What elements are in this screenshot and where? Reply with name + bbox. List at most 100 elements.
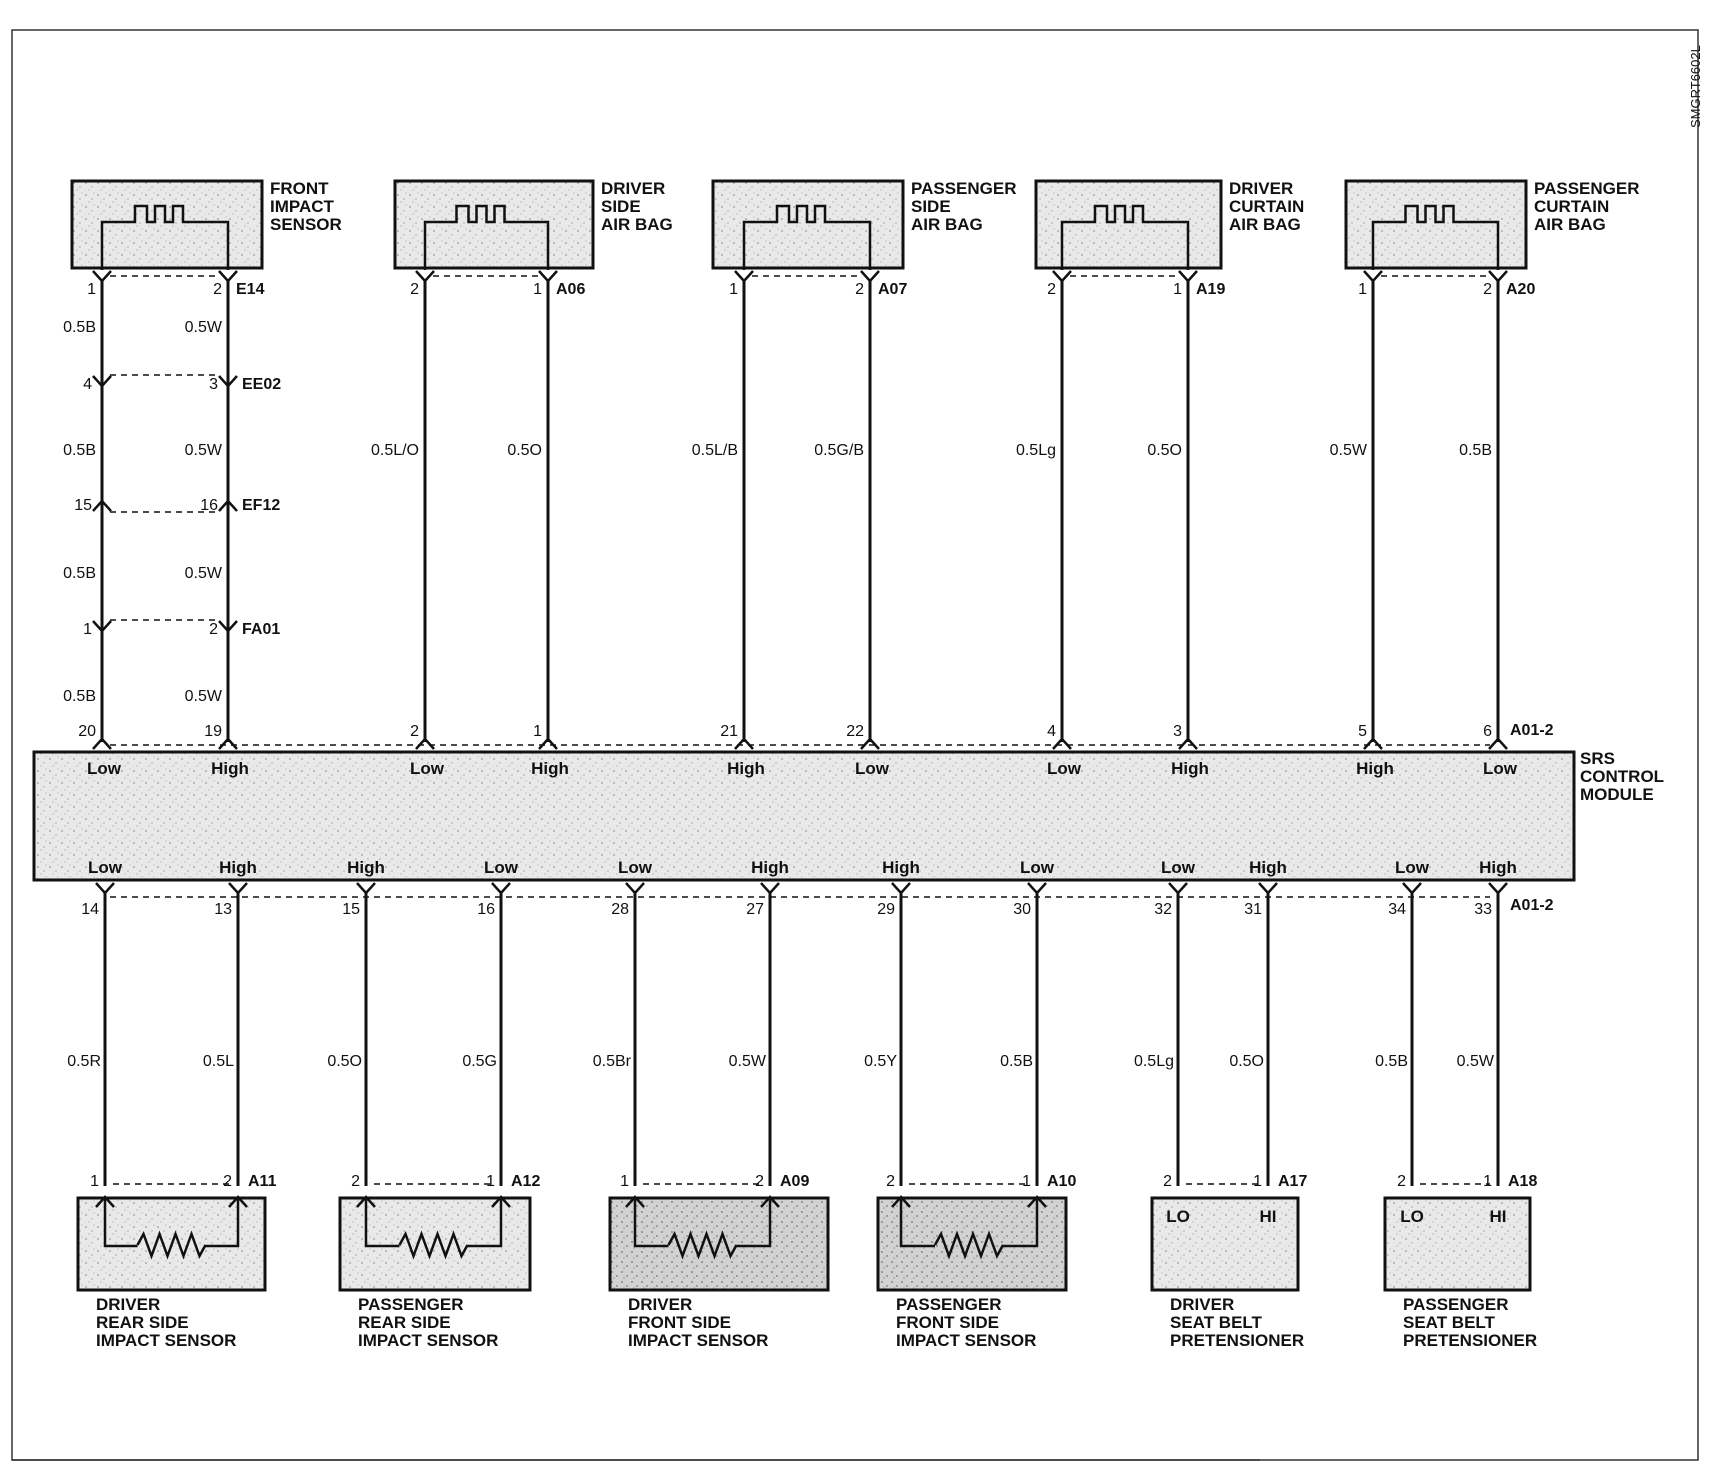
passenger-front-side-impact-sensor-box (876, 1196, 1068, 1292)
passenger-seat-belt-pretensioner-inner-hi: HI (1490, 1207, 1507, 1226)
srs-module-label-2: CONTROL (1580, 767, 1664, 786)
driver-front-side-impact-sensor-inner-left (633, 1198, 669, 1248)
driver-curtain-air-bag-box (1034, 179, 1223, 270)
driver-side-air-bag-wire-right-label: 0.5O (507, 442, 542, 459)
driver-side-air-bag-connector: A06 (556, 281, 585, 298)
passenger-seat-belt-pretensioner-label-2: PRETENSIONER (1403, 1331, 1537, 1350)
passenger-rear-side-impact-sensor-label-0: PASSENGER (358, 1295, 464, 1314)
front-impact-sensor-module-terminal-right (218, 737, 238, 750)
passenger-rear-side-impact-sensor-connector: A12 (511, 1173, 540, 1190)
front-impact-sensor-inline-FA01-left (92, 620, 112, 633)
srs-bottom-connector: A01-2 (1510, 897, 1554, 914)
front-impact-sensor-inline-EF12-name: EF12 (242, 497, 280, 514)
driver-side-air-bag-module-pin-left: 2 (410, 723, 419, 740)
passenger-seat-belt-pretensioner-module-terminal-right (1488, 882, 1508, 895)
driver-curtain-air-bag-pin-left: 2 (1047, 281, 1056, 298)
driver-seat-belt-pretensioner-label-2: PRETENSIONER (1170, 1331, 1304, 1350)
passenger-front-side-impact-sensor-module-label-right: Low (1020, 858, 1055, 877)
driver-side-air-bag-label-0: DRIVER (601, 179, 665, 198)
driver-curtain-air-bag-module-terminal-right (1178, 737, 1198, 750)
figure-code: SMGRT6602L (1688, 45, 1703, 128)
front-impact-sensor-module-label-right: High (211, 759, 249, 778)
driver-front-side-impact-sensor-label-2: IMPACT SENSOR (628, 1331, 768, 1350)
front-impact-sensor-connector: E14 (236, 281, 265, 298)
front-impact-sensor-inline-EE02-pin-left: 4 (83, 376, 92, 393)
driver-rear-side-impact-sensor-label-2: IMPACT SENSOR (96, 1331, 236, 1350)
driver-seat-belt-pretensioner-box (1150, 1196, 1300, 1292)
front-impact-sensor-terminal-right (218, 270, 238, 283)
passenger-side-air-bag-inner-right (859, 220, 872, 270)
front-impact-sensor-inline-FA01-pin-right: 2 (209, 621, 218, 638)
passenger-front-side-impact-sensor-wire-left-label: 0.5Y (864, 1053, 897, 1070)
srs-module-label-3: MODULE (1580, 785, 1654, 804)
passenger-seat-belt-pretensioner-label-1: SEAT BELT (1403, 1313, 1496, 1332)
driver-rear-side-impact-sensor-pin-left: 1 (90, 1173, 99, 1190)
passenger-front-side-impact-sensor-resistor (933, 1230, 1005, 1260)
front-impact-sensor-wire-right-label-1: 0.5W (185, 442, 223, 459)
passenger-front-side-impact-sensor-module-terminal-right (1027, 882, 1047, 895)
passenger-side-air-bag-wire-left-label: 0.5L/B (692, 442, 738, 459)
passenger-seat-belt-pretensioner-wire-left-label: 0.5B (1375, 1053, 1408, 1070)
passenger-side-air-bag-connector: A07 (878, 281, 907, 298)
front-impact-sensor-pin-right: 2 (213, 281, 222, 298)
driver-front-side-impact-sensor-terminal-right (760, 1195, 780, 1208)
driver-front-side-impact-sensor-module-pin-left: 28 (611, 901, 629, 918)
driver-curtain-air-bag-module-label-left: Low (1047, 759, 1082, 778)
front-impact-sensor-terminal-left (92, 270, 112, 283)
front-impact-sensor-wire-right-label-3: 0.5W (185, 688, 223, 705)
driver-side-air-bag-pin-left: 2 (410, 281, 419, 298)
driver-side-air-bag-inner-right (538, 220, 550, 270)
driver-rear-side-impact-sensor-wire-right-label: 0.5L (203, 1053, 234, 1070)
driver-seat-belt-pretensioner-inner-lo: LO (1166, 1207, 1190, 1226)
passenger-curtain-air-bag-terminal-left (1363, 270, 1383, 283)
driver-side-air-bag-module-terminal-right (538, 737, 558, 750)
passenger-rear-side-impact-sensor-wire-left-label: 0.5O (327, 1053, 362, 1070)
driver-rear-side-impact-sensor-label-1: REAR SIDE (96, 1313, 189, 1332)
passenger-rear-side-impact-sensor-wire-right-label: 0.5G (462, 1053, 497, 1070)
passenger-side-air-bag-label-1: SIDE (911, 197, 951, 216)
passenger-curtain-air-bag-label-1: CURTAIN (1534, 197, 1609, 216)
front-impact-sensor-label-1: IMPACT (270, 197, 335, 216)
passenger-curtain-air-bag-box (1344, 179, 1528, 270)
passenger-rear-side-impact-sensor-inner-right (467, 1198, 503, 1248)
front-impact-sensor-inline-EF12-left (92, 499, 112, 512)
driver-curtain-air-bag-inner-right (1177, 220, 1190, 270)
passenger-rear-side-impact-sensor-pin-right: 1 (486, 1173, 495, 1190)
driver-front-side-impact-sensor-wire-left-label: 0.5Br (593, 1053, 632, 1070)
passenger-front-side-impact-sensor-inner-right (1003, 1198, 1039, 1248)
passenger-seat-belt-pretensioner-module-terminal-left (1402, 882, 1422, 895)
driver-seat-belt-pretensioner-module-terminal-left (1168, 882, 1188, 895)
passenger-rear-side-impact-sensor-label-2: IMPACT SENSOR (358, 1331, 498, 1350)
driver-rear-side-impact-sensor-module-terminal-left (95, 882, 115, 895)
passenger-curtain-air-bag-module-pin-left: 5 (1358, 723, 1367, 740)
passenger-side-air-bag-inner-left (742, 220, 755, 270)
passenger-side-air-bag-module-terminal-right (860, 737, 880, 750)
driver-rear-side-impact-sensor-inner-left (103, 1198, 138, 1248)
driver-seat-belt-pretensioner-module-pin-right: 31 (1244, 901, 1262, 918)
driver-side-air-bag-label-2: AIR BAG (601, 215, 673, 234)
front-impact-sensor-inline-EE02-pin-right: 3 (209, 376, 218, 393)
front-impact-sensor-wire-left-label-3: 0.5B (63, 688, 96, 705)
srs-top-connector: A01-2 (1510, 722, 1554, 739)
front-impact-sensor-inline-FA01-pin-left: 1 (83, 621, 92, 638)
passenger-seat-belt-pretensioner-module-pin-right: 33 (1474, 901, 1492, 918)
passenger-curtain-air-bag-module-label-right: Low (1483, 759, 1518, 778)
driver-rear-side-impact-sensor-module-pin-right: 13 (214, 901, 232, 918)
front-impact-sensor-module-terminal-left (92, 737, 112, 750)
passenger-seat-belt-pretensioner-wire-right-label: 0.5W (1457, 1053, 1495, 1070)
driver-side-air-bag-wire-left-label: 0.5L/O (371, 442, 419, 459)
passenger-front-side-impact-sensor-module-pin-right: 30 (1013, 901, 1031, 918)
driver-rear-side-impact-sensor-pin-right: 2 (223, 1173, 232, 1190)
driver-curtain-air-bag-wire-left-label: 0.5Lg (1016, 442, 1056, 459)
passenger-seat-belt-pretensioner-box (1383, 1196, 1532, 1292)
passenger-curtain-air-bag-pin-left: 1 (1358, 281, 1367, 298)
passenger-rear-side-impact-sensor-module-terminal-right (491, 882, 511, 895)
